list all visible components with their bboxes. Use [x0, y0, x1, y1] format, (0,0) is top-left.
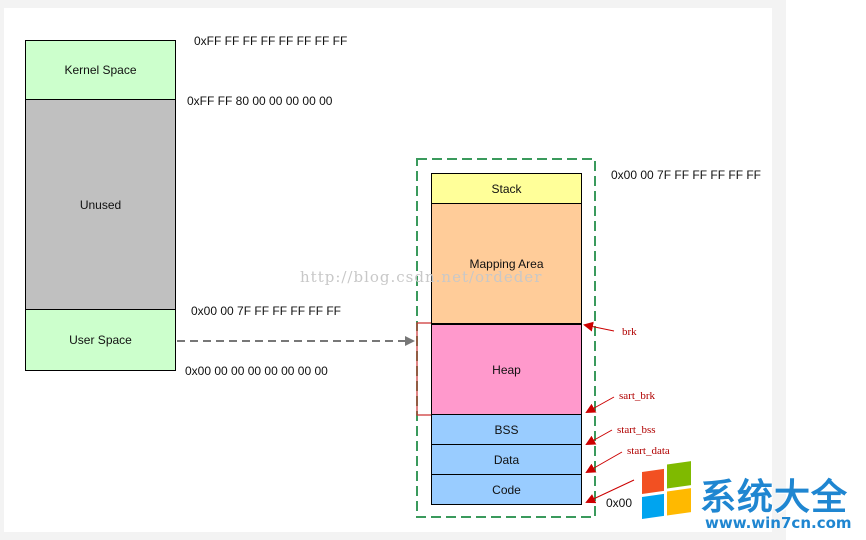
start-brk-label: sart_brk [619, 390, 656, 402]
brk-label: brk [622, 326, 637, 338]
heap-block: Heap [431, 324, 582, 415]
start-brk-arrow [585, 396, 615, 413]
user-layout-top-address: 0x00 00 7F FF FF FF FF FF [611, 168, 762, 182]
mapping-area-block: Mapping Area [431, 203, 582, 324]
start-bss-label: start_bss [617, 424, 656, 436]
code-block: Code [431, 474, 582, 505]
address-bottom: 0x00 00 00 00 00 00 00 00 [185, 364, 328, 378]
start-data-arrow [585, 451, 623, 473]
heap-bracket [416, 322, 431, 416]
logo-title: 系统大全 [700, 477, 849, 518]
unused-label: Unused [79, 197, 122, 212]
user-space-label: User Space [69, 333, 132, 347]
bss-block: BSS [431, 414, 582, 445]
code-start-arrow [585, 479, 635, 504]
stack-label: Stack [491, 181, 522, 196]
address-user-top: 0x00 00 7F FF FF FF FF FF [191, 304, 342, 318]
address-kernel-bottom: 0xFF FF 80 00 00 00 00 00 [187, 94, 333, 108]
bss-label: BSS [494, 422, 519, 437]
heap-label: Heap [492, 362, 521, 377]
brk-arrow [583, 321, 615, 332]
data-block: Data [431, 444, 582, 475]
user-space-block: User Space [25, 309, 176, 371]
watermark-url: http://blog.csdn.net/ordeder [300, 268, 543, 286]
kernel-space-label: Kernel Space [64, 63, 137, 77]
address-top: 0xFF FF FF FF FF FF FF FF [194, 34, 348, 48]
start-bss-arrow [585, 429, 613, 445]
right-pane [786, 0, 866, 540]
data-label: Data [493, 452, 520, 467]
start-data-label: start_data [627, 445, 670, 457]
user-layout-bottom-address: 0x00 [606, 496, 633, 510]
code-label: Code [492, 482, 521, 497]
logo-url: www.win7cn.com [705, 514, 852, 532]
stack-block: Stack [431, 173, 582, 204]
mapping-area-label: Mapping Area [469, 256, 544, 271]
unused-block: Unused [25, 99, 176, 310]
